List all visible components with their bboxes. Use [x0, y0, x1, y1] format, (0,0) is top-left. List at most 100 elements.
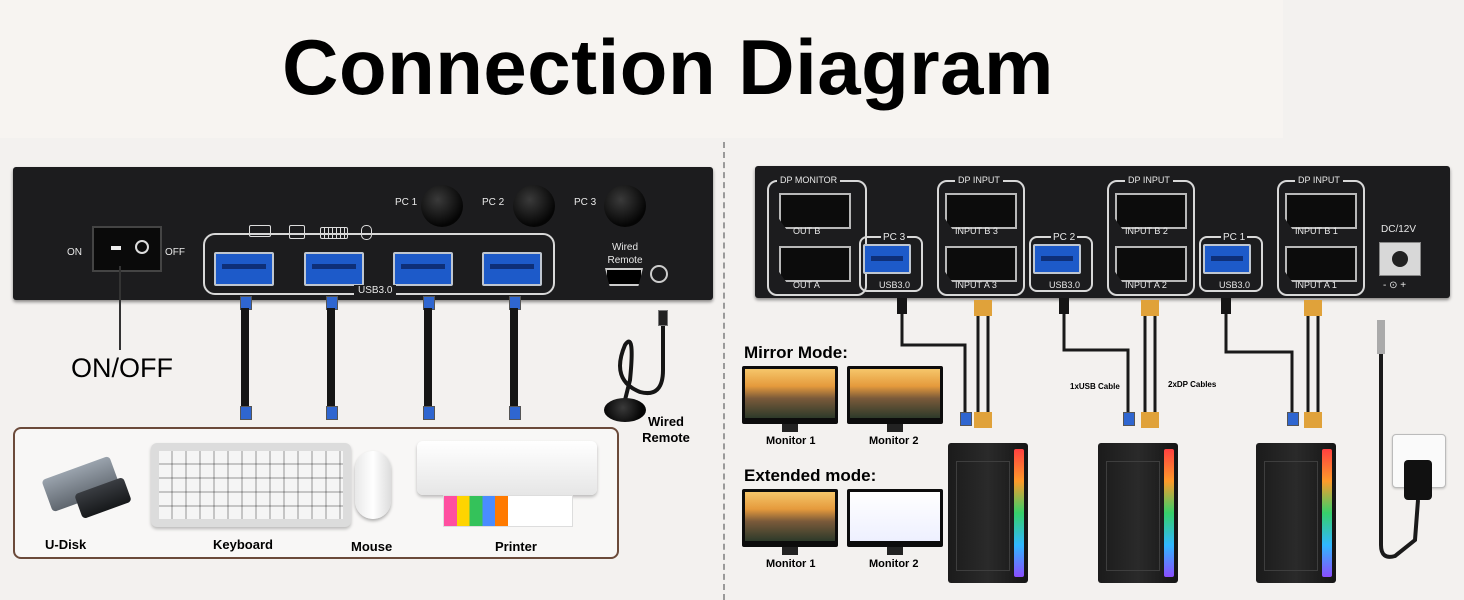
pc2-input-b-port[interactable]: [1115, 193, 1187, 229]
usb-cable-3-bottom-plug: [423, 406, 435, 420]
pc1-usb-bottom-plug: [1287, 412, 1299, 426]
mouse-icon: [361, 225, 372, 240]
pc2-dp-input-label: DP INPUT: [1125, 175, 1173, 185]
dp-cable-callout: 2xDP Cables: [1168, 380, 1217, 389]
pc2-usb-port[interactable]: [1033, 244, 1081, 274]
pc3-dp-bottom-plugs: [974, 412, 992, 428]
mouse-image: [355, 451, 391, 519]
usb-port-1[interactable]: [214, 252, 274, 286]
pc1-input-a-port[interactable]: [1285, 246, 1357, 282]
switch-on-marker: [111, 246, 121, 250]
power-callout-label: ON/OFF: [71, 353, 173, 383]
pc1-usb-label: USB3.0: [1219, 280, 1251, 290]
extended-monitor-1: [742, 489, 838, 555]
pc2-button[interactable]: [513, 185, 555, 227]
mirror-mode-title: Mirror Mode:: [744, 343, 848, 362]
printer-label: Printer: [495, 539, 537, 554]
usb-cable-1: [241, 308, 249, 406]
pc1-dp-cable-plugs: [1304, 300, 1322, 316]
dc-polarity-label: - ⊙ +: [1383, 280, 1407, 291]
dp-out-b-port[interactable]: [779, 193, 851, 229]
pc3-input-b-port[interactable]: [945, 193, 1017, 229]
pc1-input-a-label: INPUT A 1: [1295, 280, 1337, 290]
remote-port-label: Wired Remote: [607, 242, 643, 266]
title-band: [0, 0, 1283, 138]
pc1-input-b-label: INPUT B 1: [1295, 226, 1338, 236]
kvm-front-panel: ON OFF USB3.0 PC 1 PC 2 PC 3 Wired Remot…: [13, 167, 713, 300]
pc3-usb-cable-plug: [897, 298, 907, 314]
pc1-dp-bottom-plugs: [1304, 412, 1322, 428]
dp-out-b-label: OUT B: [793, 226, 821, 236]
keyboard-image: [151, 443, 351, 527]
pc2-input-a-port[interactable]: [1115, 246, 1187, 282]
pc3-button-label: PC 3: [574, 197, 597, 208]
pc3-label: PC 3: [881, 232, 908, 243]
pc3-dp-cable-plugs: [974, 300, 992, 316]
dp-out-a-port[interactable]: [779, 246, 851, 282]
keyboard-label: Keyboard: [213, 537, 273, 552]
remote-callout-label: Wired Remote: [642, 414, 690, 445]
pc3-button[interactable]: [604, 185, 646, 227]
pc2-dp-cable-plugs: [1141, 300, 1159, 316]
mirror-monitor-2-label: Monitor 2: [869, 435, 919, 447]
switch-off-marker: [135, 240, 149, 254]
pc1-usb-port[interactable]: [1203, 244, 1251, 274]
pc-tower-2: [1098, 443, 1178, 583]
dc-power-label: DC/12V: [1381, 224, 1417, 235]
usb-cable-3: [424, 308, 432, 406]
pc3-input-b-label: INPUT B 3: [955, 226, 998, 236]
page-title: Connection Diagram: [282, 23, 1054, 111]
usb-cable-4: [510, 308, 518, 406]
pc2-dp-bottom-plugs: [1141, 412, 1159, 428]
printer-icon: [289, 225, 305, 239]
wired-remote[interactable]: [604, 398, 646, 422]
pc2-button-label: PC 2: [482, 197, 505, 208]
pc1-button-label: PC 1: [395, 197, 418, 208]
kvm-back-panel: DP MONITOR OUT B OUT A PC 3 USB3.0 DP IN…: [755, 166, 1450, 298]
printer-image: [417, 441, 597, 533]
pc1-usb-cable-plug: [1221, 298, 1231, 314]
power-switch[interactable]: [92, 226, 162, 272]
mirror-monitor-2: [847, 366, 943, 432]
power-cable-plug: [1377, 320, 1385, 354]
pc-tower-3: [948, 443, 1028, 583]
extended-monitor-2: [847, 489, 943, 555]
dp-out-a-label: OUT A: [793, 280, 820, 290]
pc1-input-b-port[interactable]: [1285, 193, 1357, 229]
pc2-label: PC 2: [1051, 232, 1078, 243]
panel-divider: [723, 142, 725, 600]
power-on-label: ON: [67, 247, 82, 258]
pc1-label: PC 1: [1221, 232, 1248, 243]
pc1-dp-input-label: DP INPUT: [1295, 175, 1343, 185]
pc-tower-1: [1256, 443, 1336, 583]
pc3-dp-input-label: DP INPUT: [955, 175, 1003, 185]
dc-power-jack[interactable]: [1379, 242, 1421, 276]
usb-port-2[interactable]: [304, 252, 364, 286]
peripherals-box: U-Disk Keyboard Mouse Printer: [13, 427, 619, 559]
usb-port-4[interactable]: [482, 252, 542, 286]
extended-monitor-1-label: Monitor 1: [766, 558, 816, 570]
mirror-monitor-1: [742, 366, 838, 432]
usb-cable-1-bottom-plug: [240, 406, 252, 420]
power-adapter: [1404, 460, 1432, 500]
usb-port-3[interactable]: [393, 252, 453, 286]
usb-label: USB3.0: [354, 285, 397, 296]
mouse-label: Mouse: [351, 539, 393, 554]
extended-monitor-2-label: Monitor 2: [869, 558, 919, 570]
pc2-usb-bottom-plug: [1123, 412, 1135, 426]
u-disk-label: U-Disk: [45, 537, 87, 552]
mirror-monitor-1-label: Monitor 1: [766, 435, 816, 447]
extended-mode-title: Extended mode:: [744, 466, 877, 485]
pc3-input-a-port[interactable]: [945, 246, 1017, 282]
pc1-button[interactable]: [421, 185, 463, 227]
pc2-usb-cable-plug: [1059, 298, 1069, 314]
pc3-usb-label: USB3.0: [879, 280, 911, 290]
pc2-usb-label: USB3.0: [1049, 280, 1081, 290]
pc3-usb-port[interactable]: [863, 244, 911, 274]
remote-jack[interactable]: [650, 265, 668, 283]
dp-monitor-label: DP MONITOR: [777, 175, 841, 185]
usb-cable-callout: 1xUSB Cable: [1070, 382, 1120, 391]
pc3-input-a-label: INPUT A 3: [955, 280, 997, 290]
